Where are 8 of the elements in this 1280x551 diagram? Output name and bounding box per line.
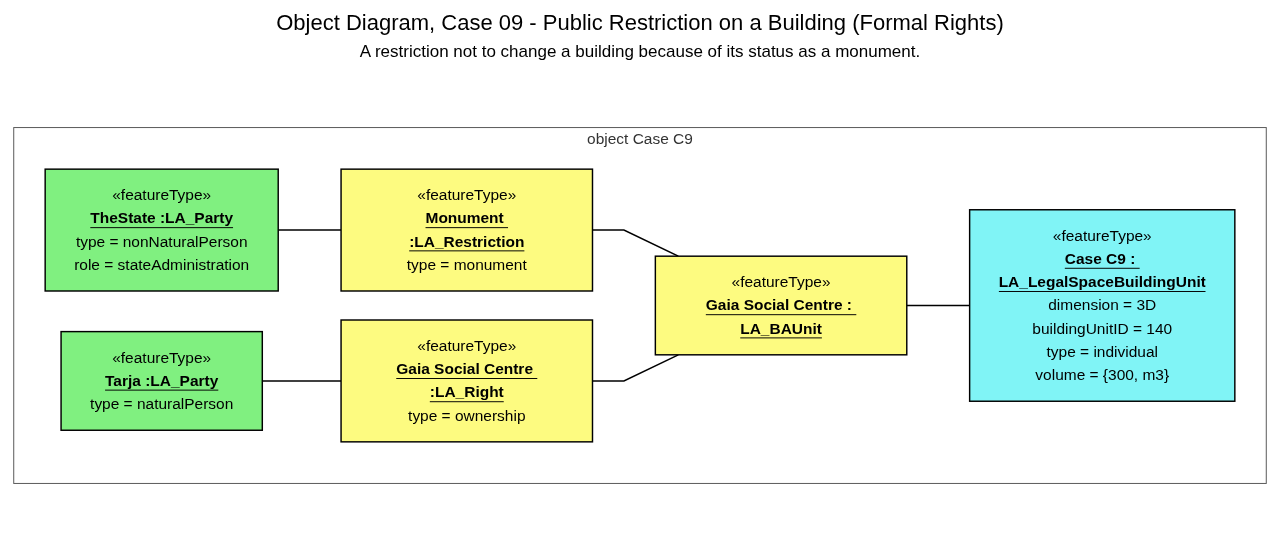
node-box: «featureType» Gaia Social Centre : LA_BAUnit — [654, 255, 908, 356]
node-box: «featureType» TheState :LA_Party type = nonNaturalPerson role = stateAdministration — [44, 168, 279, 292]
description-text: A restriction not to change a building because of its status as a monument. — [359, 42, 921, 62]
node-box: «featureType» Gaia Social Centre :LA_Right type = ownership — [340, 319, 594, 443]
node-box: «featureType» Case C9 : LA_LegalSpaceBuildingUnit dimension = 3D buildingUnitID = 140 type = individual volume = {300, m3} — [968, 209, 1236, 402]
diagram-title: Object Diagram, Case 09 - Public Restriction on a Building (Formal Rights) — [276, 10, 1004, 36]
node-box: «featureType» Tarja :LA_Party type = naturalPerson — [60, 330, 264, 431]
node-box: «featureType» Monument :LA_Restriction type = monument — [340, 168, 594, 292]
